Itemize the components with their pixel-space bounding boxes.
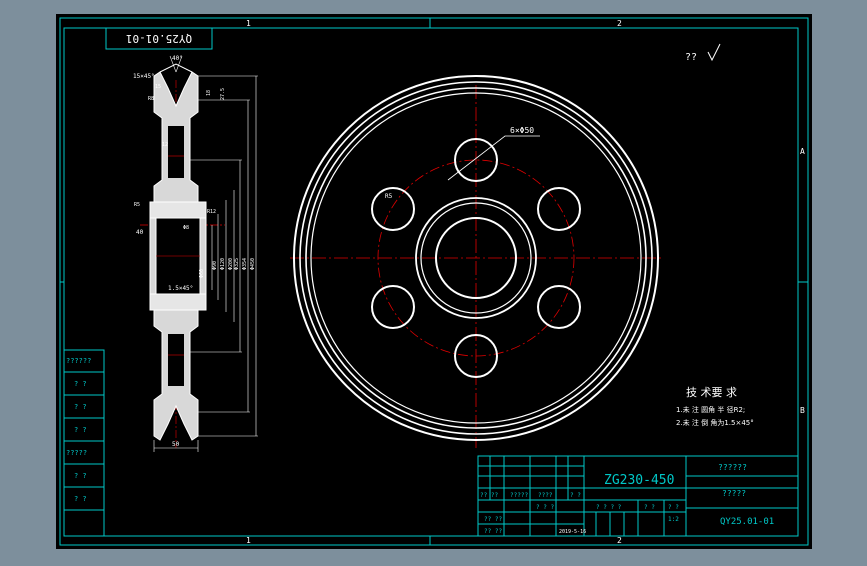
title-block: [477, 455, 799, 537]
outer-rim: [293, 75, 659, 441]
tech-req-line-1: 1.未 注 圆角 半 径R2;: [676, 405, 745, 414]
vdim-7: Φ450: [250, 258, 256, 270]
left-info-strip: [63, 349, 105, 537]
width-label: 50: [172, 441, 180, 448]
chamfer-bottom-label: 1.5×45°: [168, 285, 193, 292]
drawing-number-label: QY25.01-01: [720, 517, 774, 527]
tb-row-label-2: ?????: [510, 492, 528, 499]
hub-middle: [420, 202, 532, 314]
tb-row-label-4: ?? ??: [484, 516, 502, 523]
material-label: ZG230-450: [604, 473, 674, 488]
strip-label-3: ? ?: [74, 403, 87, 411]
tech-req-title: 技 术要 求: [686, 386, 737, 399]
date-label: 2019-5-16: [559, 529, 586, 535]
zone-bottom-2: 2: [617, 536, 622, 545]
tb-small-4: ? ? ?: [536, 504, 554, 511]
hole-radius-label: R5: [385, 193, 393, 200]
dim-small-5: R12: [207, 209, 216, 215]
tb-row-label-5: ?? ??: [484, 528, 502, 535]
vdim-6: Φ354: [242, 258, 248, 270]
part-name-label: ?????: [722, 489, 746, 498]
tech-req-line-2: 2.未 注 倒 角为1.5×45°: [676, 418, 754, 427]
company-label: ??????: [718, 463, 747, 472]
bolt-circle: [377, 159, 575, 357]
strip-label-5: ?????: [66, 449, 87, 457]
tb-row-label-3: ????: [538, 492, 553, 499]
zone-right-b: B: [800, 406, 805, 415]
vdim-3: Φ120: [220, 258, 226, 270]
dim-small-2: R8: [148, 96, 154, 102]
scale-label: 1:2: [668, 516, 679, 523]
zone-top-2: 2: [617, 19, 622, 28]
rim-3: [305, 87, 647, 429]
tb-small-1: ? ? ? ?: [596, 504, 622, 511]
strip-label-4: ? ?: [74, 426, 87, 434]
hub-bore: [435, 217, 517, 299]
vdim-4: Φ200: [228, 258, 234, 270]
top-dim-1: 18: [206, 90, 212, 96]
tb-small-5: ? ?: [570, 492, 581, 499]
rim-inner: [310, 92, 642, 424]
groove-angle-label: 40°: [172, 55, 183, 62]
dim-small-1: 15: [155, 84, 161, 90]
dim-small-4: Φ8: [183, 225, 189, 231]
strip-label-2: ? ?: [74, 380, 87, 388]
roughness-note: ??: [685, 52, 697, 63]
title-block-text: ZG230-450 ?????? ????? QY25.01-01 2019-5…: [480, 463, 774, 535]
bolt-holes: [371, 138, 581, 378]
hub-outer: [415, 197, 537, 319]
tb-row-label-1: ?? ??: [480, 492, 498, 499]
roughness-symbol-icon: [707, 43, 721, 62]
chamfer-top-label: 15×45°: [133, 73, 155, 80]
diameter-dimension-lines: [190, 75, 258, 437]
dim-small-6: R5: [134, 202, 140, 208]
top-dim-2: 27.5: [220, 88, 226, 100]
front-view: 6×Φ50 R5: [290, 75, 664, 448]
zone-top-1: 1: [246, 19, 251, 28]
rotated-drawing-number-box: QY25.01-01: [105, 27, 213, 50]
vdim-1: Φ60: [199, 269, 205, 278]
vdim-5: Φ325: [234, 258, 240, 270]
vdim-2: Φ90: [212, 261, 218, 270]
rim-2: [299, 81, 653, 435]
strip-label-1: ??????: [66, 357, 91, 365]
strip-label-6: ? ?: [74, 472, 87, 480]
strip-label-7: ? ?: [74, 495, 87, 503]
bore-left-label: 40: [136, 229, 144, 236]
zone-right-a: A: [800, 147, 805, 156]
rotated-drawing-number: QY25.01-01: [126, 32, 192, 45]
zone-bottom-1: 1: [246, 536, 251, 545]
tb-small-2: ? ?: [644, 504, 655, 511]
tb-small-3: ? ?: [668, 504, 679, 511]
side-section-view: 40° 15×45° 15 R8 12 Φ8 R12 R5 40 1.5×45°…: [133, 55, 258, 452]
technical-requirements: 技 术要 求 1.未 注 圆角 半 径R2; 2.未 注 倒 角为1.5×45°: [676, 386, 754, 427]
dim-small-3: 12: [162, 142, 168, 148]
hole-pattern-label: 6×Φ50: [510, 126, 534, 135]
hole-leader: [447, 135, 540, 181]
